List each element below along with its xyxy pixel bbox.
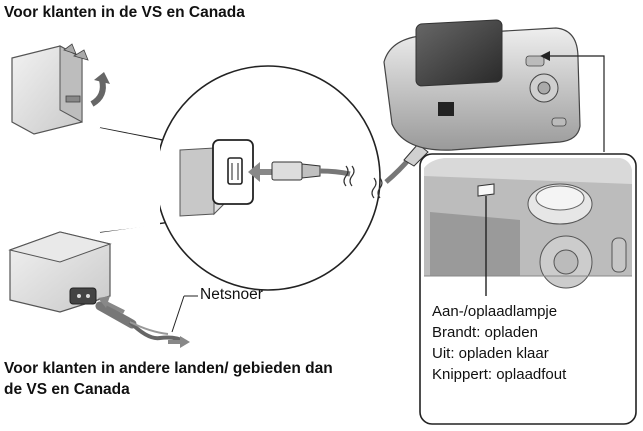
lamp-done-status: Uit: opladen klaar [432,345,549,362]
usb-cable-camera-side [371,143,429,199]
insert-plug-arrow-icon [98,296,125,314]
other-regions-adapter [8,231,112,313]
lamp-charging-status: Brandt: opladen [432,324,538,341]
cord-direction-arrow-icon [168,336,190,348]
us-canada-title: Voor klanten in de VS en Canada [4,4,245,21]
lamp-error-status: Knippert: oplaadfout [432,366,567,383]
fold-prongs-arrow-icon [90,72,110,107]
power-cord-label: Netsnoer [200,286,263,303]
usb-cable-plug [271,161,355,187]
lamp-status-legend: Aan-/oplaadlampje Brandt: opladen Uit: o… [432,301,566,385]
lamp-title: Aan-/oplaadlampje [432,303,558,320]
usb-insert-arrow-icon [248,162,272,182]
other-regions-title: Voor klanten in andere landen/ gebieden … [4,360,333,398]
us-canada-adapter [11,43,89,135]
usb-port-zoom-callout [99,65,381,291]
power-cord-leader-line [171,295,185,333]
camera-indicator-arrow-icon [540,51,605,152]
lamp-detail-box [419,153,637,425]
power-cord [95,301,187,344]
camera [383,19,581,151]
